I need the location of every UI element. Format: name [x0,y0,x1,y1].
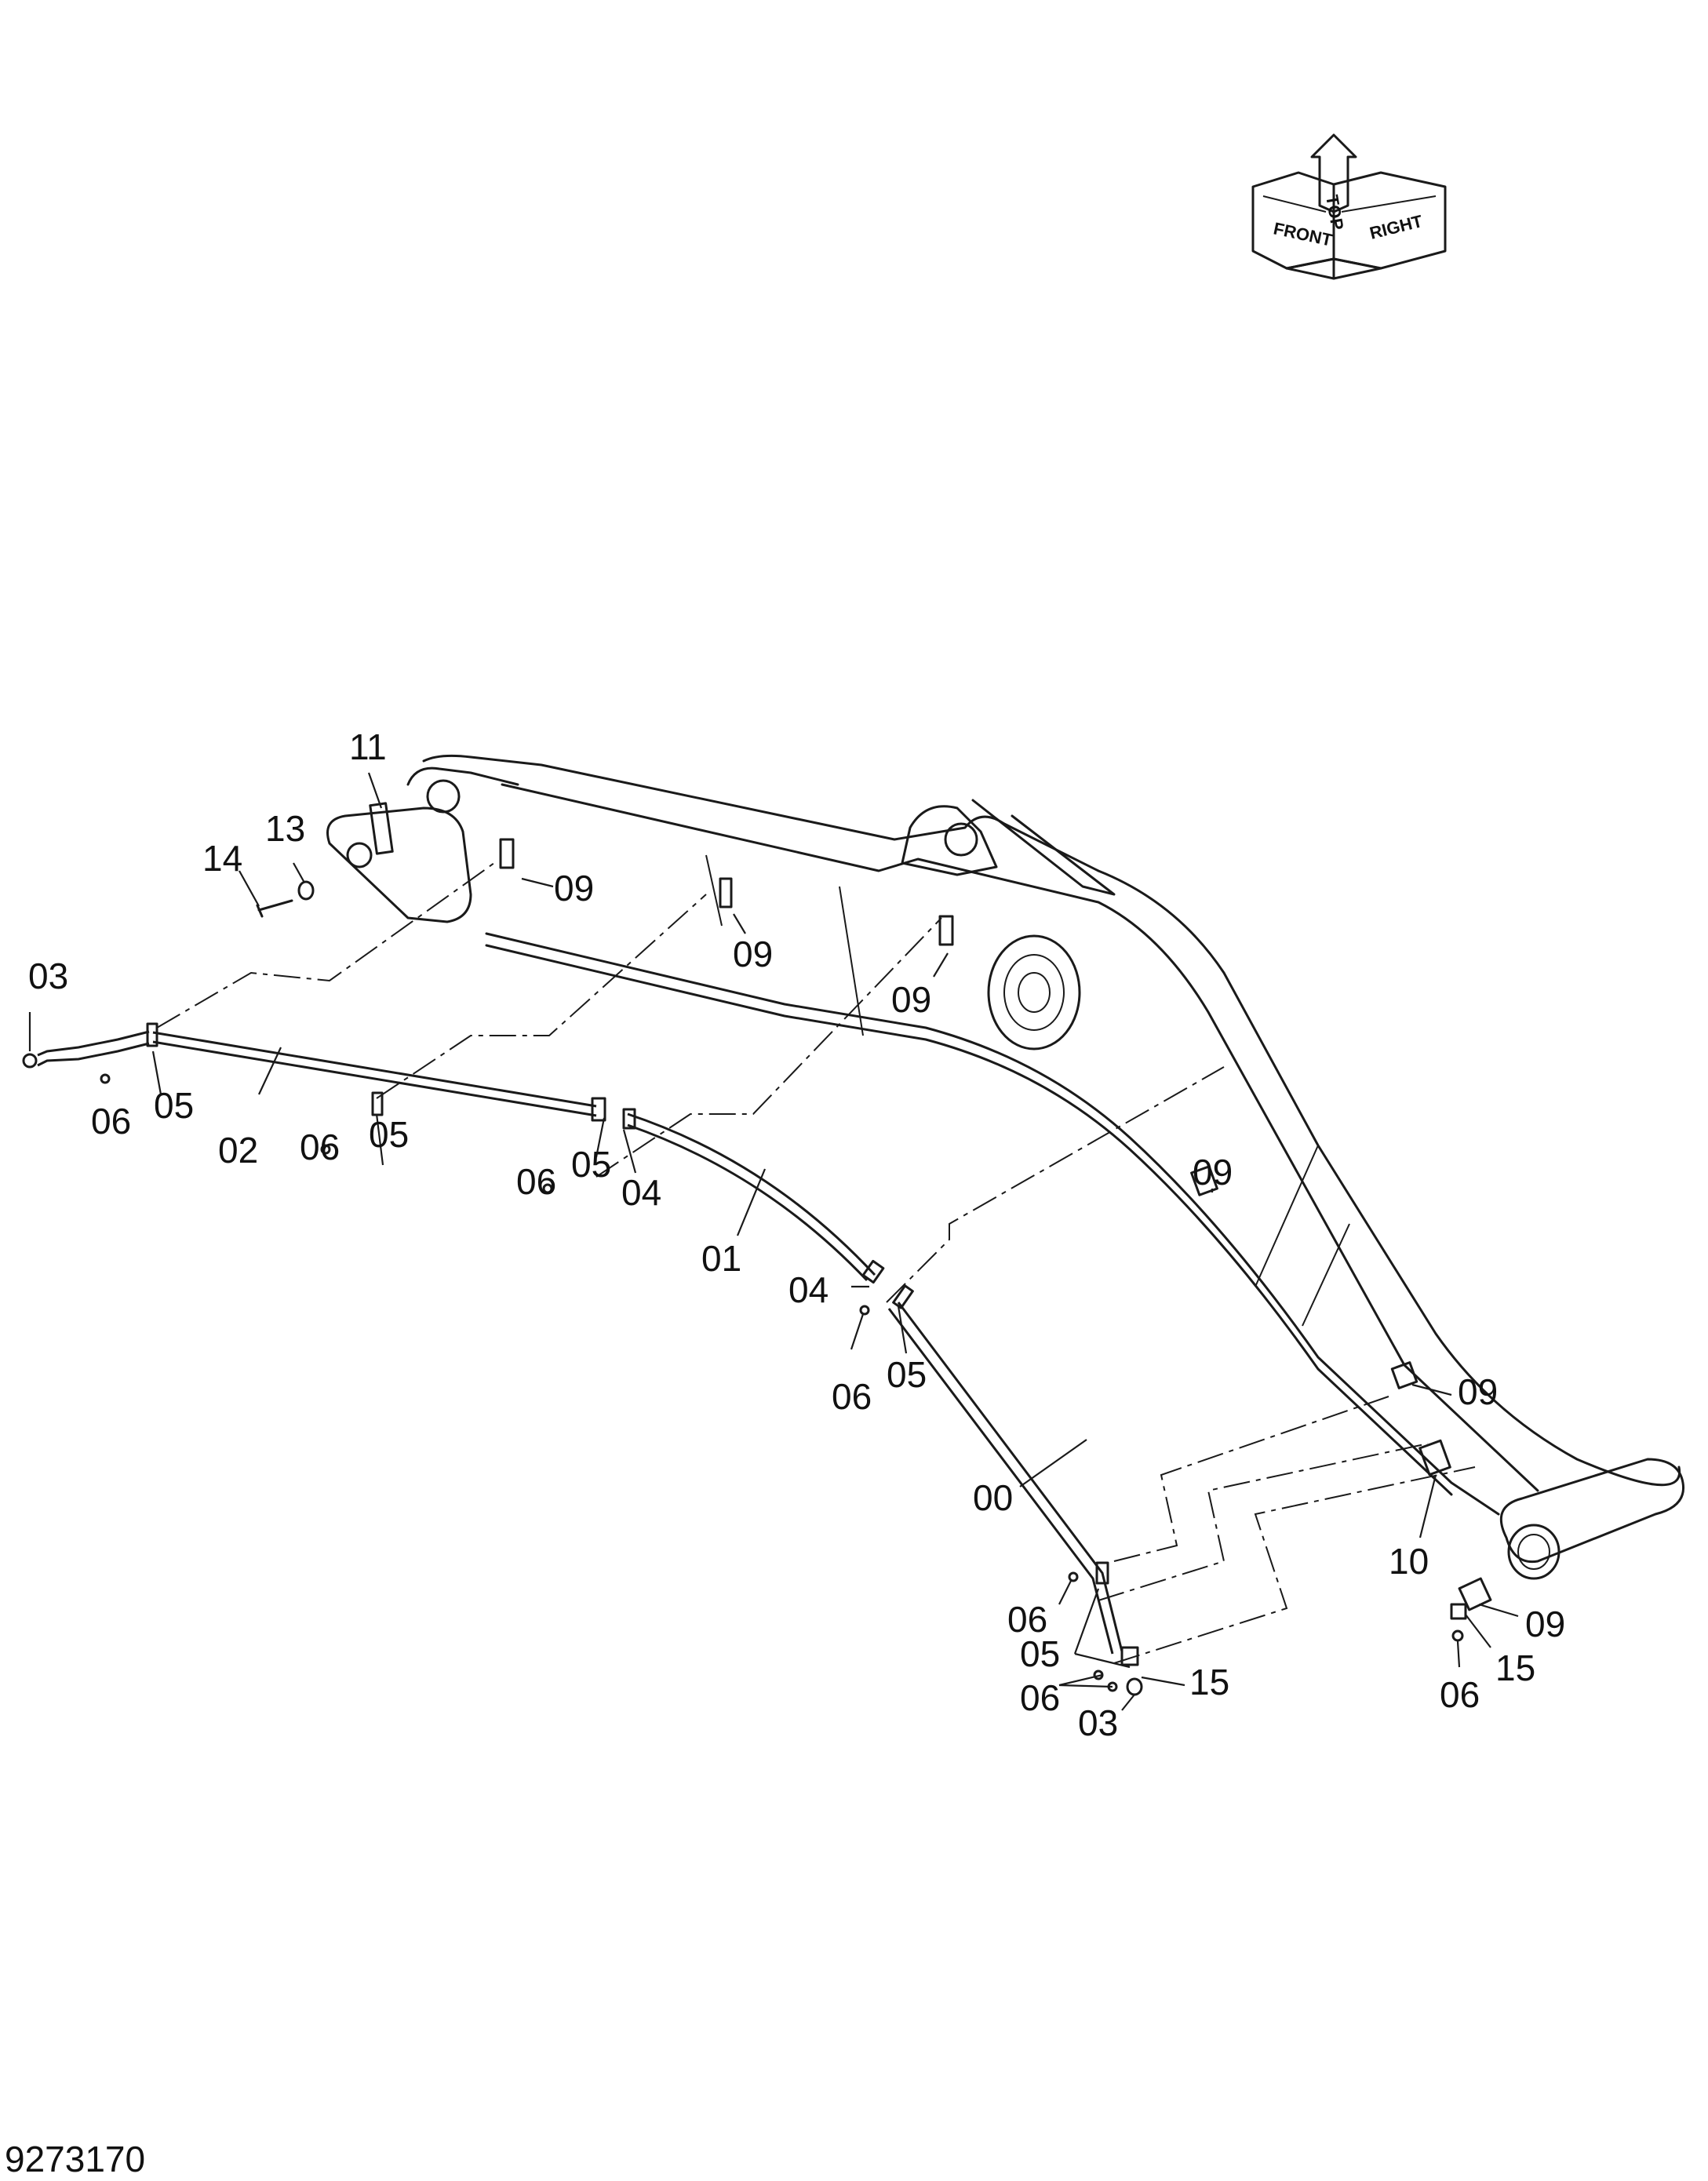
callout-10: 10 [1389,1541,1429,1582]
plate-11 [369,802,394,855]
callout-04-b: 04 [788,1269,829,1310]
clamp-05-c [591,1097,606,1122]
callout-15-b: 15 [1495,1648,1535,1688]
callout-03-top: 03 [28,956,68,996]
washer-13 [297,880,315,901]
bolt-14 [256,899,293,918]
callout-labels: 11 13 14 03 06 05 02 06 05 09 09 09 06 0… [28,726,1565,1743]
callout-06-g: 06 [1440,1674,1480,1715]
clamp-05-a [146,1022,158,1047]
compass-top-label: TOP [1322,194,1347,231]
fitting-04-a [622,1108,636,1130]
clip-09-c [938,915,954,946]
small-parts [22,802,1492,1696]
leader-lines [156,862,1476,1664]
callout-03-bottom: 03 [1078,1702,1118,1743]
callout-06-b: 06 [300,1127,340,1167]
callout-01: 01 [701,1238,741,1279]
callout-leaders [28,772,1519,1711]
clamp-15-a [1120,1646,1139,1666]
callout-09-b: 09 [733,934,773,974]
boom-structure [326,754,1685,1580]
callout-09-c: 09 [891,979,931,1020]
callout-06-c: 06 [516,1161,556,1202]
bracket-10 [1418,1439,1451,1476]
orientation-compass: FRONT TOP RIGHT [1251,133,1447,280]
callout-05-b: 05 [369,1114,409,1155]
callout-09-a: 09 [554,868,594,908]
compass-front-label: FRONT [1272,218,1335,249]
clip-09-d [1190,1165,1218,1196]
callout-05-d: 05 [887,1354,927,1395]
callout-02: 02 [218,1130,258,1171]
callout-11: 11 [349,726,387,767]
callout-05-e: 05 [1020,1633,1060,1674]
callout-14: 14 [202,838,242,879]
clamp-05-d [892,1284,914,1309]
compass-right-label: RIGHT [1367,211,1425,243]
callout-09-e: 09 [1458,1371,1498,1412]
drawing-number: 9273170 [5,2139,145,2179]
callout-13: 13 [265,808,305,849]
callout-06-d: 06 [832,1376,872,1417]
clip-09-b [719,877,733,908]
callout-09-d: 09 [1193,1152,1233,1192]
callout-04-a: 04 [621,1172,661,1213]
clip-09-a [499,838,515,869]
pipe-assembly [37,1030,1123,1655]
clip-09-e [1390,1361,1418,1389]
callout-05-c: 05 [571,1144,611,1185]
callout-00: 00 [973,1477,1013,1518]
callout-06-a: 06 [91,1101,131,1141]
fitting-04-b [861,1259,885,1284]
callout-06-e: 06 [1007,1599,1047,1640]
clamp-15-b [1450,1603,1467,1620]
callout-15-a: 15 [1189,1662,1229,1702]
callout-09-f: 09 [1525,1604,1565,1644]
clamp-05-e [1095,1561,1109,1585]
callout-05-a: 05 [154,1085,194,1126]
callout-06-f: 06 [1020,1677,1060,1718]
cap-03-top [22,1053,38,1069]
